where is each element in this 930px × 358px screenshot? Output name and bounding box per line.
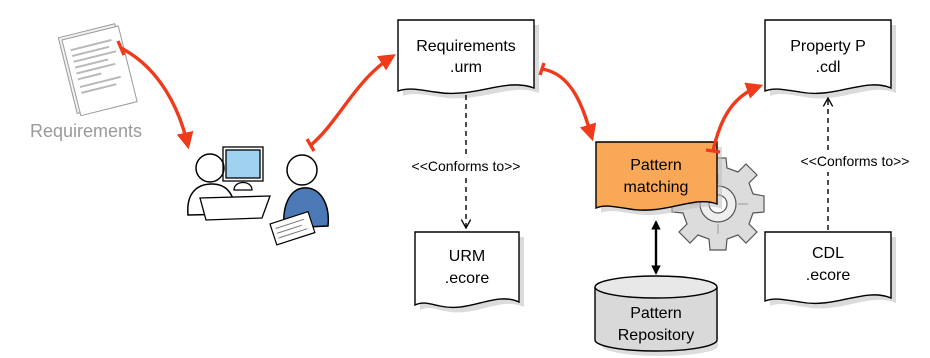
requirements-urm-line2: .urm: [450, 59, 482, 76]
property-cdl-doc: Property P .cdl: [764, 19, 896, 99]
arrow-pattern-matching-to-cdl: [705, 82, 764, 154]
arrow-people-to-urm: [305, 54, 396, 152]
arrow-urm-to-pattern-matching: [538, 62, 597, 142]
arrow-requirements-to-people: [116, 40, 194, 150]
pattern-matching-line1: Pattern: [630, 157, 682, 174]
requirements-urm-line1: Requirements: [416, 38, 516, 55]
requirements-urm-doc: Requirements .urm: [397, 19, 539, 99]
pattern-matching-box: Pattern matching: [595, 141, 722, 216]
pattern-repository-line2: Repository: [618, 327, 694, 344]
cdl-ecore-line2: .ecore: [806, 267, 851, 284]
pattern-matching-line2: matching: [624, 179, 689, 196]
urm-ecore-line1: URM: [449, 248, 485, 265]
pattern-repository-cylinder: Pattern Repository: [594, 275, 718, 356]
requirements-label: Requirements: [30, 121, 142, 141]
people-at-computer-icon: [187, 146, 330, 246]
pattern-repository-line1: Pattern: [630, 305, 682, 322]
conforms-left-label: <<Conforms to>>: [412, 158, 521, 174]
conforms-right-label: <<Conforms to>>: [801, 153, 910, 169]
cdl-ecore-doc: CDL .ecore: [764, 231, 896, 309]
property-cdl-line2: .cdl: [816, 59, 841, 76]
urm-ecore-line2: .ecore: [445, 270, 490, 287]
urm-ecore-doc: URM .ecore: [414, 231, 524, 313]
requirements-paper-icon: [57, 23, 138, 117]
property-cdl-line1: Property P: [790, 38, 866, 55]
cdl-ecore-line1: CDL: [812, 245, 844, 262]
